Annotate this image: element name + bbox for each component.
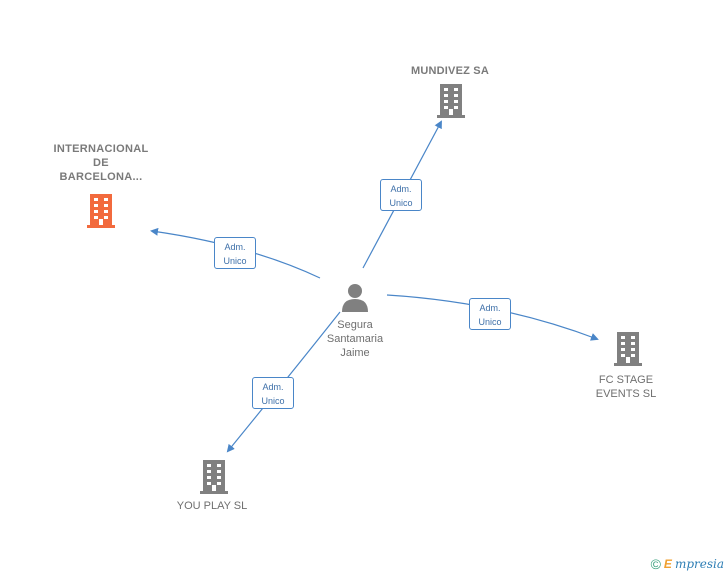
edge-role-line2: Unico: [261, 396, 285, 406]
person-icon[interactable]: [340, 282, 370, 312]
building-icon[interactable]: [435, 84, 467, 118]
building-icon[interactable]: [198, 460, 230, 494]
edge-label-fcstage[interactable]: Adm. Unico: [469, 298, 511, 330]
building-icon[interactable]: [612, 332, 644, 366]
edge-role-line1: Adm.: [262, 382, 284, 392]
edge-role-line2: Unico: [478, 317, 502, 327]
edge-role-line1: Adm.: [479, 303, 501, 313]
company-label-internacional[interactable]: INTERNACIONAL DE BARCELONA...: [53, 143, 149, 183]
edge-role-line1: Adm.: [390, 184, 412, 194]
edge-role-line2: Unico: [223, 256, 247, 266]
edge-label-youplay[interactable]: Adm. Unico: [252, 377, 294, 409]
building-icon[interactable]: [85, 194, 117, 228]
company-label-mundivez[interactable]: MUNDIVEZ SA: [411, 65, 489, 77]
center-person-label[interactable]: Segura Santamaria Jaime: [326, 319, 384, 359]
company-label-youplay[interactable]: YOU PLAY SL: [176, 500, 248, 512]
edge-role-line2: Unico: [389, 198, 413, 208]
copyright-icon: ©: [650, 556, 661, 572]
brand-letter: E: [663, 557, 672, 571]
edge-label-internacional[interactable]: Adm. Unico: [214, 237, 256, 269]
edge-role-line1: Adm.: [224, 242, 246, 252]
edge-label-mundivez[interactable]: Adm. Unico: [380, 179, 422, 211]
company-label-fcstage[interactable]: FC STAGE EVENTS SL: [595, 374, 657, 400]
brand-name: mpresia: [674, 557, 724, 571]
